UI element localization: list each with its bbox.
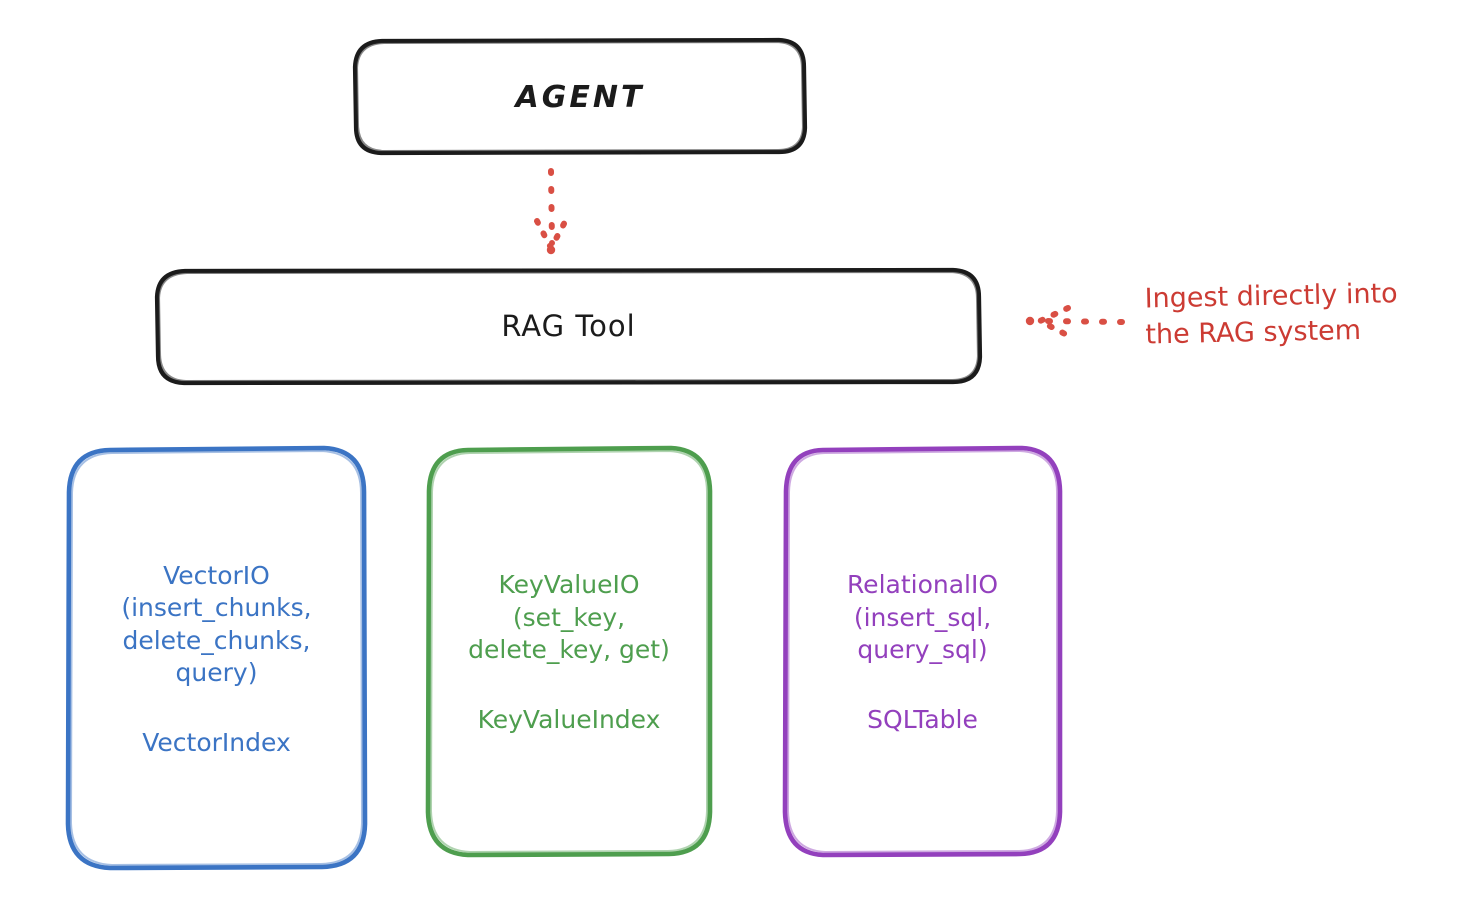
relational-io-box-outline[interactable]	[782, 445, 1063, 858]
relational-io-api-label: RelationalIO (insert_sql, query_sql)	[846, 570, 999, 665]
vector-io-index-label: VectorIndex	[142, 727, 291, 757]
node-rag-tool[interactable]: RAG Tool	[157, 270, 980, 384]
rag-tool-box-sketch-overlay	[157, 270, 980, 383]
connector-agent-to-rag-tool	[534, 168, 569, 255]
agent-box-outline[interactable]	[352, 37, 808, 156]
node-relational-io[interactable]: RelationalIO (insert_sql, query_sql) SQL…	[785, 448, 1060, 855]
key-value-io-api-label: KeyValueIO (set_key, delete_key, get)	[468, 570, 670, 665]
key-value-io-box-sketch-overlay	[430, 450, 708, 853]
node-agent[interactable]: AGENT	[355, 40, 805, 154]
vector-io-box-sketch-overlay	[70, 450, 363, 866]
key-value-io-box-outline[interactable]	[425, 445, 713, 858]
agent-box-sketch-overlay	[355, 40, 805, 153]
relational-io-index-label: SQLTable	[867, 704, 978, 734]
node-vector-io[interactable]: VectorIO (insert_chunks, delete_chunks, …	[68, 448, 365, 868]
key-value-io-index-label: KeyValueIndex	[477, 704, 661, 734]
vector-io-api-label: VectorIO (insert_chunks, delete_chunks, …	[121, 560, 312, 688]
rag-tool-label: RAG Tool	[501, 309, 636, 344]
vector-io-box-outline[interactable]	[65, 445, 368, 871]
node-key-value-io[interactable]: KeyValueIO (set_key, delete_key, get) Ke…	[428, 448, 710, 855]
relational-io-box-sketch-overlay	[787, 450, 1058, 853]
rag-tool-box-outline[interactable]	[154, 267, 983, 386]
connector-ingest-to-rag-tool	[1025, 305, 1125, 338]
annotation-ingest-directly: Ingest directly into the RAG system	[1144, 278, 1398, 351]
agent-label: AGENT	[515, 79, 645, 115]
